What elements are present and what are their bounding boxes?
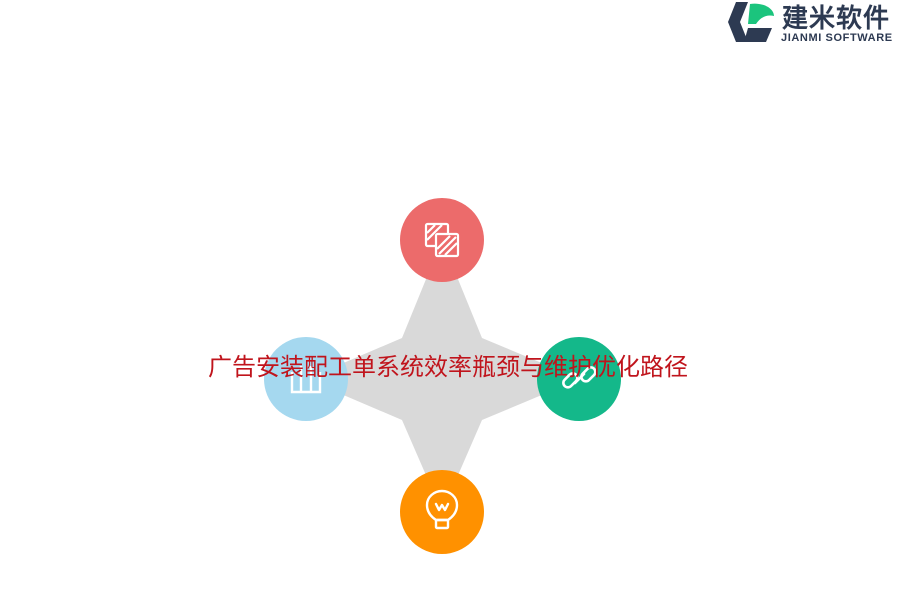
diagram-title: 广告安装配工单系统效率瓶颈与维护优化路径: [208, 353, 688, 381]
logo-mark-icon: [728, 2, 774, 42]
node-top: [400, 198, 484, 282]
brand-logo: 建米软件 JIANMI SOFTWARE: [726, 0, 900, 48]
node-right: [537, 337, 621, 421]
node-left: [264, 337, 348, 421]
star-shape: [306, 240, 580, 512]
brand-name-en: JIANMI SOFTWARE: [781, 32, 893, 44]
hatched-squares-icon: [424, 222, 460, 258]
bar-columns-icon: [290, 366, 322, 394]
lightbulb-icon: [425, 489, 459, 530]
node-bottom: [400, 470, 484, 554]
chain-link-icon: [562, 366, 597, 389]
brand-name-cn: 建米软件: [782, 4, 891, 34]
